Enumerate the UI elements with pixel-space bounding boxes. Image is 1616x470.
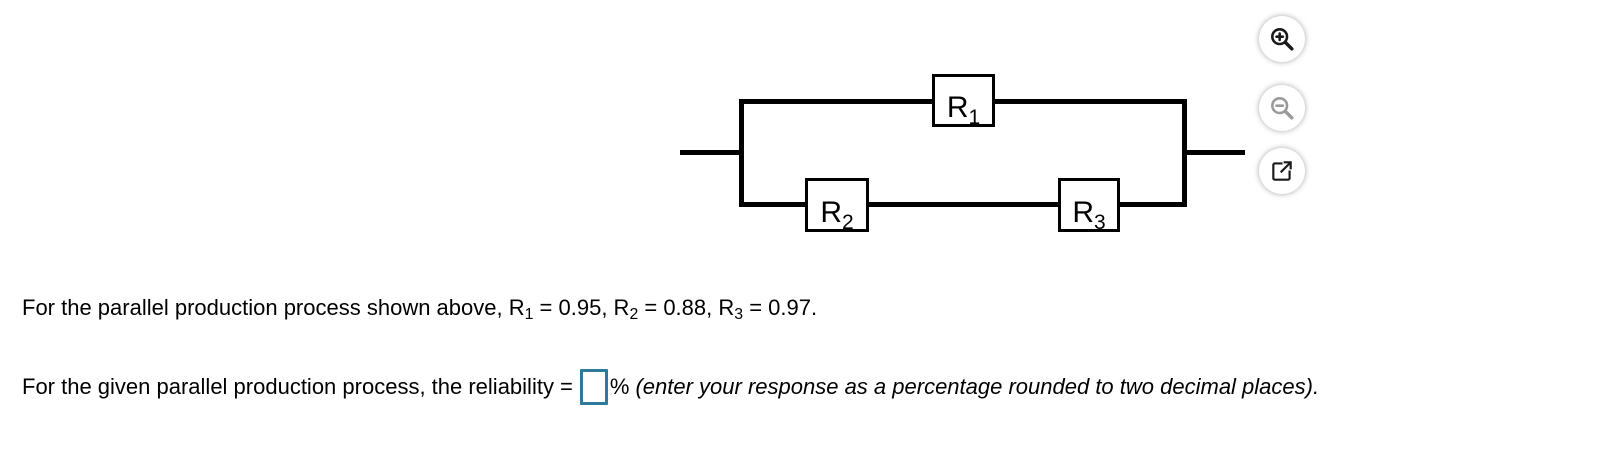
component-box-r2: R2	[805, 178, 869, 234]
percent-sign: %	[609, 374, 630, 399]
zoom-in-button[interactable]	[1259, 16, 1305, 62]
question-statement: For the parallel production process show…	[22, 295, 818, 324]
wire-bottom-branch	[739, 202, 1187, 207]
reliability-answer-input[interactable]	[579, 369, 608, 405]
answer-prompt: For the given parallel production proces…	[22, 374, 573, 399]
component-box-r3: R3	[1058, 178, 1120, 234]
wire-right-junction	[1182, 99, 1187, 207]
component-label-r1: R1	[946, 91, 981, 129]
answer-instruction: (enter your response as a percentage rou…	[635, 374, 1320, 399]
answer-row: For the given parallel production proces…	[22, 366, 1319, 408]
wire-input-lead	[680, 150, 742, 155]
component-label-r3: R3	[1072, 196, 1106, 234]
zoom-out-button[interactable]	[1259, 85, 1305, 131]
zoom-in-icon	[1268, 25, 1296, 53]
wire-left-junction	[739, 99, 744, 207]
component-label-r2: R2	[820, 196, 854, 234]
open-in-new-window-button[interactable]	[1259, 148, 1305, 194]
zoom-out-icon	[1268, 94, 1296, 122]
wire-output-lead	[1187, 150, 1245, 155]
component-box-r1: R1	[932, 74, 995, 129]
open-in-new-window-icon	[1269, 158, 1295, 184]
